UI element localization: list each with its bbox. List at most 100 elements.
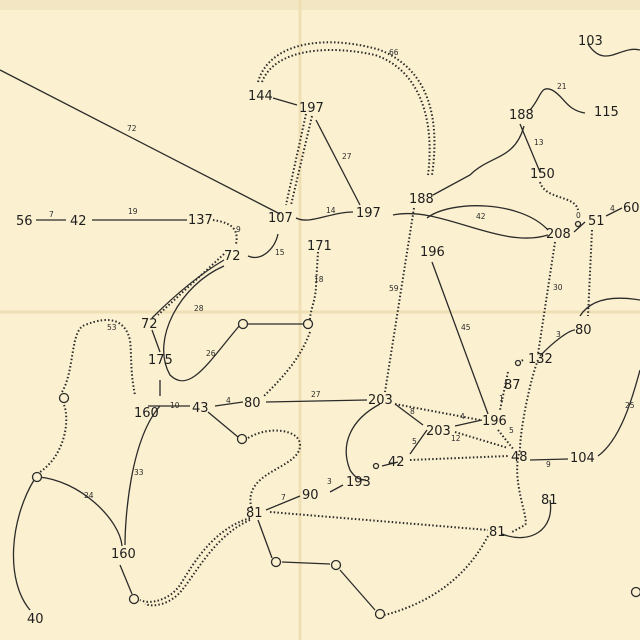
node-label: 132 xyxy=(528,352,553,367)
node-label: 80 xyxy=(575,323,592,338)
node-labels: 103 144 197 188 115 150 188 197 56 42 13… xyxy=(16,34,640,627)
edge-line xyxy=(281,561,331,565)
edge-label: 12 xyxy=(451,434,461,443)
edge-label: 53 xyxy=(107,323,117,332)
open-node xyxy=(236,433,248,445)
node-label: 81 xyxy=(541,493,558,508)
edge-label: 13 xyxy=(534,138,544,147)
edge-line xyxy=(39,404,68,473)
node-label: 80 xyxy=(244,396,261,411)
node-label: 60 xyxy=(623,201,640,216)
open-nodes xyxy=(31,220,640,620)
node-label: 90 xyxy=(302,488,319,503)
edge-label: 8 xyxy=(410,407,415,416)
edge-line xyxy=(519,123,541,173)
edge-line xyxy=(265,399,368,403)
node-label: 81 xyxy=(246,506,263,521)
edge-line xyxy=(247,233,279,259)
edge-label: 26 xyxy=(206,349,216,358)
node-label: 188 xyxy=(509,108,534,123)
edge-line xyxy=(426,205,549,231)
edge-label: 15 xyxy=(275,248,285,257)
edge-line xyxy=(124,405,161,546)
node-label: 72 xyxy=(141,317,158,332)
edge-label: 4 xyxy=(226,396,231,405)
edge-line xyxy=(454,419,483,427)
open-node xyxy=(514,359,522,367)
edge-line xyxy=(381,461,399,467)
edge-label: 30 xyxy=(553,283,563,292)
open-node xyxy=(374,608,386,620)
edge-label: 27 xyxy=(342,152,352,161)
open-node xyxy=(302,318,314,330)
edge-line xyxy=(539,329,576,357)
node-label: 196 xyxy=(420,245,445,260)
open-node xyxy=(128,593,140,605)
edge-line xyxy=(207,411,239,438)
edge-line xyxy=(163,265,241,382)
edge-label: 4 xyxy=(610,204,615,213)
edge-line xyxy=(587,229,593,317)
node-label: 175 xyxy=(148,353,173,368)
edge-label: 21 xyxy=(557,82,567,91)
open-node xyxy=(31,471,43,483)
node-label: 51 xyxy=(588,214,605,229)
edge-line xyxy=(499,371,509,411)
open-node xyxy=(574,220,582,228)
edge-line xyxy=(247,429,302,511)
node-label: 40 xyxy=(27,612,44,627)
edge-label: 45 xyxy=(461,323,471,332)
edge-line xyxy=(315,119,361,206)
edge-line xyxy=(257,41,436,176)
edge-line xyxy=(139,517,251,603)
edge-label: 3 xyxy=(327,477,332,486)
edge-label: 10 xyxy=(170,401,180,410)
node-label: 56 xyxy=(16,214,33,229)
edge-line xyxy=(37,476,123,547)
edge-line xyxy=(0,69,281,215)
edge-line xyxy=(579,297,640,317)
node-label: 150 xyxy=(530,167,555,182)
edge-label: 0 xyxy=(576,211,581,220)
node-label: 104 xyxy=(570,451,595,466)
node-label: 81 xyxy=(489,525,506,540)
edge-line xyxy=(212,219,238,245)
edge-line xyxy=(61,319,136,396)
edge-line xyxy=(339,569,376,611)
node-label: 115 xyxy=(594,105,619,120)
edge-line xyxy=(295,211,354,221)
open-node xyxy=(630,586,640,598)
edge-line xyxy=(539,181,579,211)
node-label: 160 xyxy=(111,547,136,562)
edge-line xyxy=(432,125,525,196)
node-label: 197 xyxy=(356,206,381,221)
node-label: 208 xyxy=(546,227,571,242)
node-label: 42 xyxy=(388,455,405,470)
edge-label: 25 xyxy=(625,401,635,410)
node-label: 137 xyxy=(188,213,213,228)
node-label: 203 xyxy=(426,424,451,439)
node-label: 107 xyxy=(268,211,293,226)
edge-label: 4 xyxy=(460,412,465,421)
edge-line xyxy=(605,207,623,217)
edge-labels: 72 66 27 21 13 14 7 19 9 15 18 59 42 45 … xyxy=(49,48,635,502)
node-label: 160 xyxy=(134,406,159,421)
edge-line xyxy=(257,519,273,559)
edge-label: 19 xyxy=(128,207,138,216)
edge-line xyxy=(409,429,428,455)
edge-line xyxy=(529,88,586,114)
node-label: 193 xyxy=(346,475,371,490)
edge-label: 27 xyxy=(311,390,321,399)
edge-label: 3 xyxy=(556,330,561,339)
edge-label: 28 xyxy=(194,304,204,313)
node-label: 197 xyxy=(299,101,324,116)
node-label: 203 xyxy=(368,393,393,408)
edge-label: 9 xyxy=(546,460,551,469)
node-label: 72 xyxy=(224,249,241,264)
node-label: 188 xyxy=(409,192,434,207)
open-node xyxy=(237,318,249,330)
edge-label: 72 xyxy=(127,124,137,133)
edge-line xyxy=(431,261,489,415)
edge-line xyxy=(261,49,431,176)
edge-line xyxy=(384,207,415,393)
